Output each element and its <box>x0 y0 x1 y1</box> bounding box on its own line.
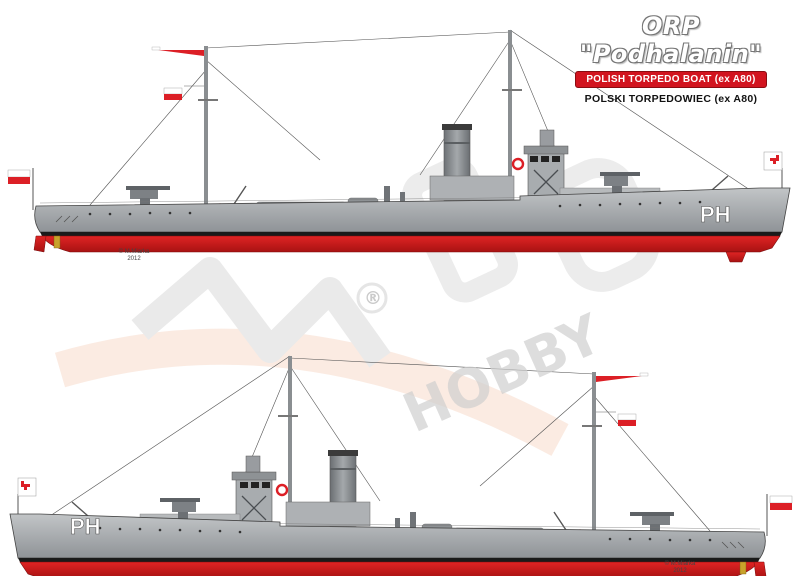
credit-author: © M.Miarka <box>118 249 150 255</box>
credit-author: © M.Miarka <box>664 561 696 567</box>
subtitle-polish: POLSKI TORPEDOWIEC (ex A80) <box>584 93 758 105</box>
subtitle-english: POLISH TORPEDO BOAT (ex A80) <box>575 71 767 88</box>
page-title: ORP "Podhalanin" <box>579 12 763 68</box>
credit-year: 2012 <box>127 256 141 262</box>
credit-top: © M.Miarka 2012 <box>104 249 164 263</box>
credit-year: 2012 <box>673 568 687 574</box>
credit-bottom: © M.Miarka 2012 <box>650 561 710 575</box>
hull-marking-bottom: PH <box>70 514 101 539</box>
title-block: ORP "Podhalanin" POLISH TORPEDO BOAT (ex… <box>556 12 786 105</box>
watermark-registered-mark: ® <box>364 288 382 309</box>
hull-marking-top: PH <box>700 202 731 227</box>
